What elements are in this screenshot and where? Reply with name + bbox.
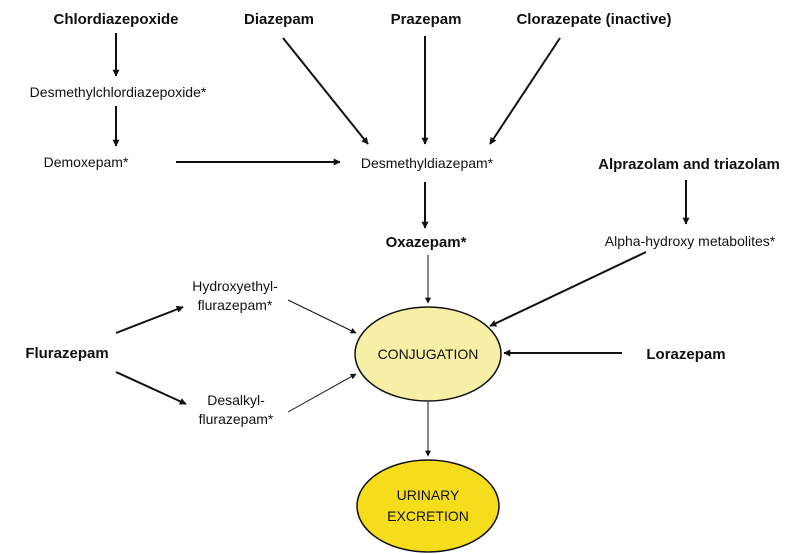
arrow-clorazepate-to-desmethyldiazepam: [489, 37, 561, 145]
label-alpha-hydroxy-metabolites: Alpha-hydroxy metabolites*: [605, 233, 776, 249]
arrow-desalkylflurazepam-to-conjugation: [287, 373, 357, 413]
arrow-flurazepam-to-hydroxyethylflurazepam: [115, 306, 184, 334]
conjugation-ellipse: [354, 306, 502, 402]
label-hydroxyethyl-line1: Hydroxyethyl-: [192, 278, 278, 294]
arrow-flurazepam-to-desalkylflurazepam: [115, 371, 187, 405]
label-alprazolam-triazolam: Alprazolam and triazolam: [598, 156, 780, 173]
arrow-alpha-hydroxy-to-conjugation: [489, 251, 647, 327]
label-conjugation: CONJUGATION: [378, 346, 479, 362]
label-urinary-line1: URINARY: [397, 487, 460, 503]
label-desalkyl-line2: flurazepam*: [199, 411, 274, 427]
label-diazepam: Diazepam: [244, 11, 314, 28]
label-hydroxyethyl-line2: flurazepam*: [198, 297, 273, 313]
label-clorazepate: Clorazepate (inactive): [516, 11, 671, 28]
label-desmethyldiazepam: Desmethyldiazepam*: [361, 155, 494, 171]
label-oxazepam: Oxazepam*: [386, 234, 467, 251]
label-desalkyl-line1: Desalkyl-: [207, 392, 265, 408]
label-lorazepam: Lorazepam: [646, 346, 725, 363]
arrow-hydroxyethylflurazepam-to-conjugation: [287, 299, 357, 334]
label-desmethylchlordiazepoxide: Desmethylchlordiazepoxide*: [30, 84, 207, 100]
label-urinary-line2: EXCRETION: [387, 508, 469, 524]
label-prazepam: Prazepam: [391, 11, 462, 28]
urinary-excretion-ellipse: [356, 459, 500, 553]
label-chlordiazepoxide: Chlordiazepoxide: [53, 11, 178, 28]
label-demoxepam: Demoxepam*: [44, 154, 129, 170]
arrow-diazepam-to-desmethyldiazepam: [282, 37, 369, 145]
label-flurazepam: Flurazepam: [25, 345, 108, 362]
